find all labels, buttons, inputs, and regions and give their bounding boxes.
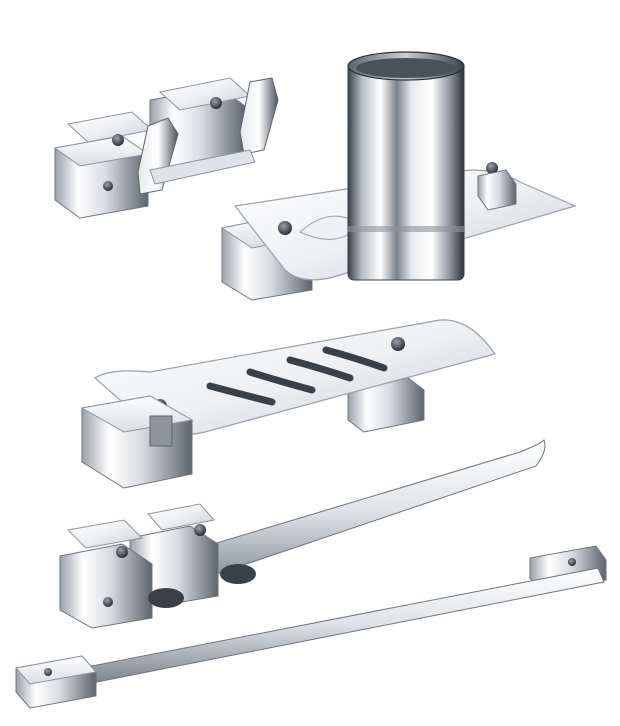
screw-icon (391, 337, 405, 351)
screw-icon (44, 668, 52, 676)
screw-icon (194, 524, 206, 536)
tumbler-holder (220, 51, 577, 301)
screw-icon (103, 181, 113, 191)
screw-icon (112, 134, 124, 146)
double-robe-hook (53, 77, 279, 219)
screw-icon (278, 221, 292, 235)
towel-rod (15, 545, 607, 709)
screw-icon (103, 597, 113, 607)
screw-icon (116, 546, 128, 558)
soap-dish (80, 319, 496, 489)
screw-icon (210, 97, 222, 109)
screw-icon (568, 558, 576, 566)
towel-ring-with-double-hook (59, 439, 546, 629)
screw-icon (486, 162, 498, 174)
